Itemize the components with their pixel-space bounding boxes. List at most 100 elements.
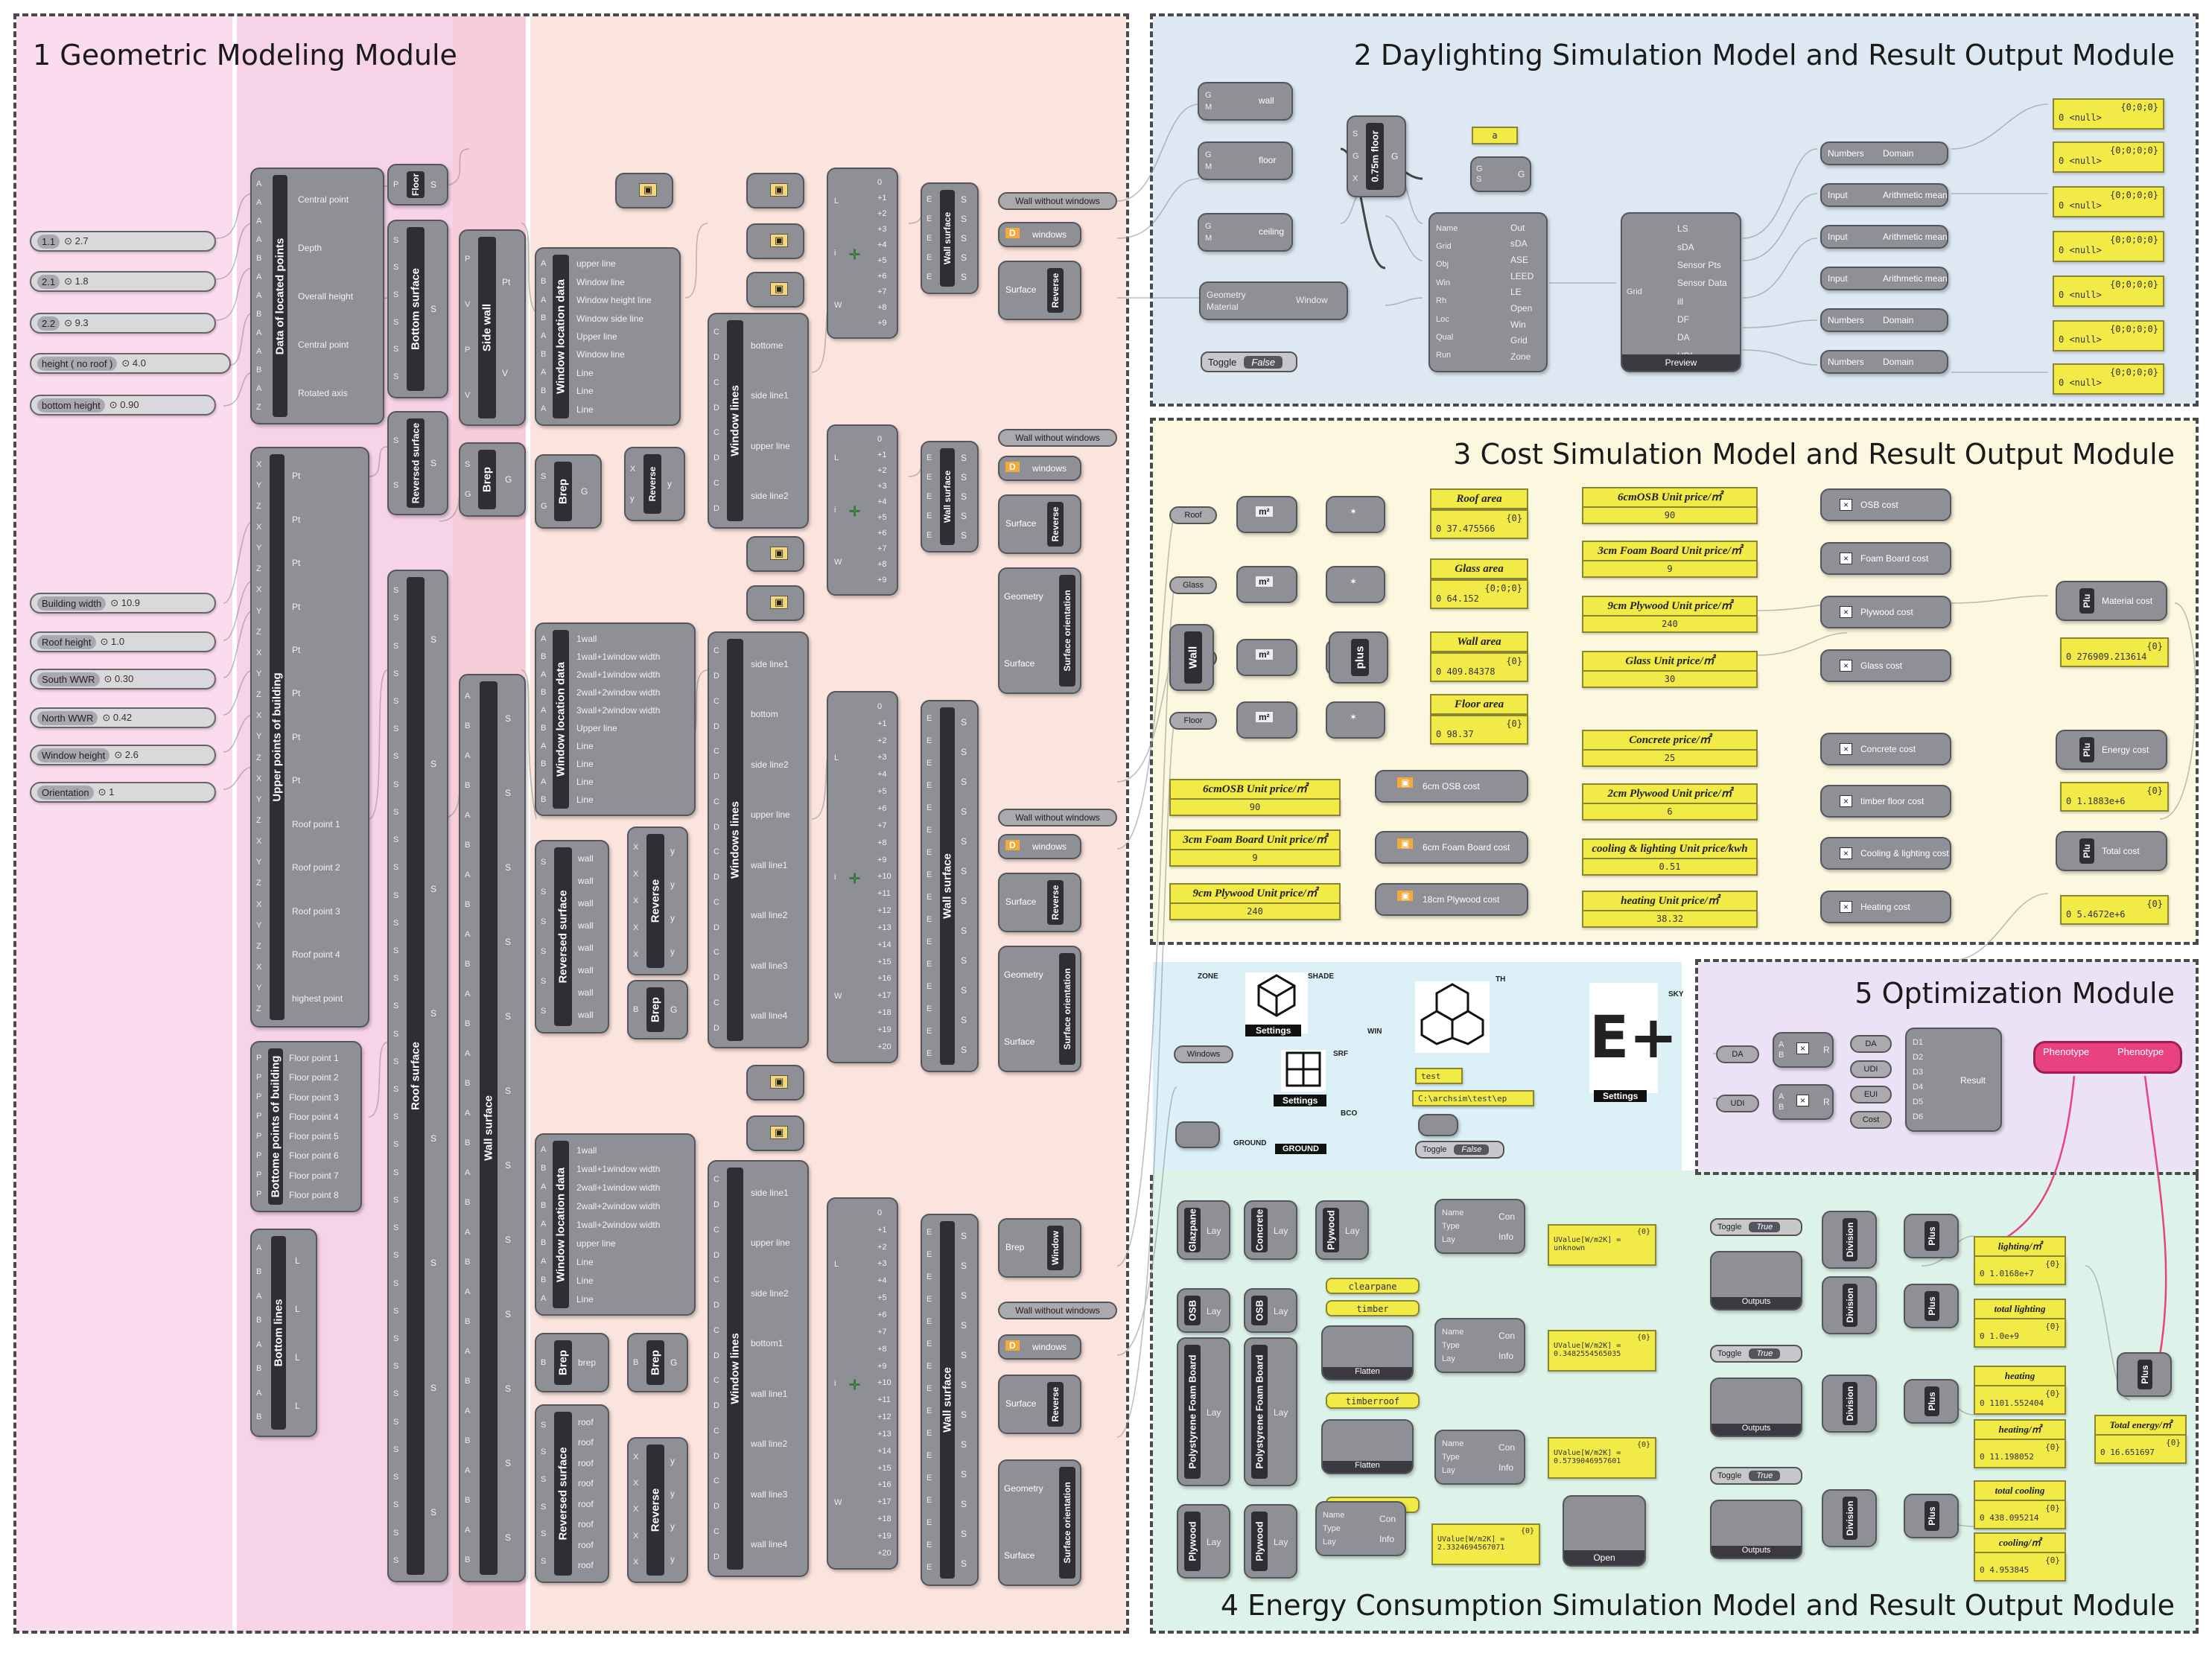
- m3-area-comp-0[interactable]: m²: [1236, 496, 1297, 533]
- brep-component-3[interactable]: B Brep G: [627, 980, 688, 1039]
- m1-slider-0[interactable]: 1.1⊙ 2.7: [30, 231, 216, 252]
- m3-input-1[interactable]: Glass: [1169, 576, 1217, 594]
- m3-area-comp-1[interactable]: m²: [1236, 566, 1297, 603]
- m3-deconstruct-3[interactable]: ✶: [1326, 701, 1385, 739]
- floor-component[interactable]: P Floor S: [387, 164, 448, 206]
- m3-input-0[interactable]: Roof: [1169, 506, 1217, 524]
- settings-icon-3[interactable]: [1281, 1050, 1326, 1092]
- m1-slider-b-1[interactable]: Roof height⊙ 1.0: [30, 631, 216, 652]
- m3-cost-comp-3[interactable]: ×Glass cost: [1820, 649, 1951, 682]
- m3-mid-cost-0[interactable]: ▣6cm OSB cost: [1375, 770, 1528, 803]
- m4-library-comp[interactable]: Open: [1563, 1495, 1646, 1567]
- m3-area-comp-2[interactable]: m²: [1236, 639, 1297, 676]
- settings-icon-2[interactable]: [1415, 981, 1490, 1053]
- m4-outputs-comp-0[interactable]: Outputs: [1710, 1251, 1802, 1310]
- wall-plus-comp[interactable]: plus: [1329, 631, 1388, 684]
- phenotype-gene-pool[interactable]: Phenotype Phenotype: [2033, 1041, 2182, 1074]
- m3-cost-comp-5[interactable]: ×timber floor cost: [1820, 785, 1951, 818]
- m1-small-comp-2[interactable]: ▣: [746, 223, 804, 259]
- m3-mid-cost-1[interactable]: ▣6cm Foam Board cost: [1375, 831, 1528, 864]
- brep-component-5[interactable]: B Brep G: [627, 1333, 688, 1392]
- m3-cost-comp-4[interactable]: ×Concrete cost: [1820, 733, 1951, 765]
- m1-slider-1[interactable]: 2.1⊙ 1.8: [30, 271, 216, 292]
- m3-deconstruct-0[interactable]: ✶: [1326, 496, 1385, 533]
- wall-without-windows-param-7[interactable]: Wall without windows: [998, 809, 1117, 827]
- m5-da-param[interactable]: DA: [1716, 1045, 1759, 1063]
- m4-plus-7[interactable]: Plus: [1904, 1494, 1959, 1538]
- m3-cost-comp-1[interactable]: ×Foam Board cost: [1820, 542, 1951, 575]
- wall-without-windows-param-0[interactable]: Wall without windows: [998, 192, 1117, 210]
- m4-division-3[interactable]: Division: [1822, 1489, 1877, 1547]
- m1-slider-b-3[interactable]: North WWR⊙ 0.42: [30, 707, 216, 728]
- m4-division-2[interactable]: Division: [1822, 1375, 1877, 1433]
- ep-geometry-component[interactable]: [1175, 1121, 1220, 1148]
- m4-flatten-0[interactable]: Flatten: [1321, 1325, 1414, 1380]
- m1-small-comp-6[interactable]: ▣: [746, 1065, 804, 1101]
- m4-division-0[interactable]: Division: [1822, 1211, 1877, 1269]
- m5-udi-param[interactable]: UDI: [1716, 1095, 1759, 1112]
- list-item-component-2[interactable]: 0+1+2+3+4+5+6+7+8+9+10+11+12+13+14+15+16…: [827, 691, 898, 1063]
- m5-obj-0[interactable]: DA: [1850, 1035, 1892, 1053]
- list-item-component-3[interactable]: 0+1+2+3+4+5+6+7+8+9+10+11+12+13+14+15+16…: [827, 1197, 898, 1570]
- m1-slider-2[interactable]: 2.2⊙ 9.3: [30, 313, 216, 334]
- m4-plus-8[interactable]: Plus: [2117, 1352, 2172, 1397]
- m1-small-comp-1[interactable]: ▣: [746, 173, 804, 208]
- m4-plus-4[interactable]: Plus: [1904, 1214, 1959, 1258]
- m4-outputs-comp-2[interactable]: Outputs: [1710, 1500, 1802, 1559]
- m4-plus-6[interactable]: Plus: [1904, 1379, 1959, 1424]
